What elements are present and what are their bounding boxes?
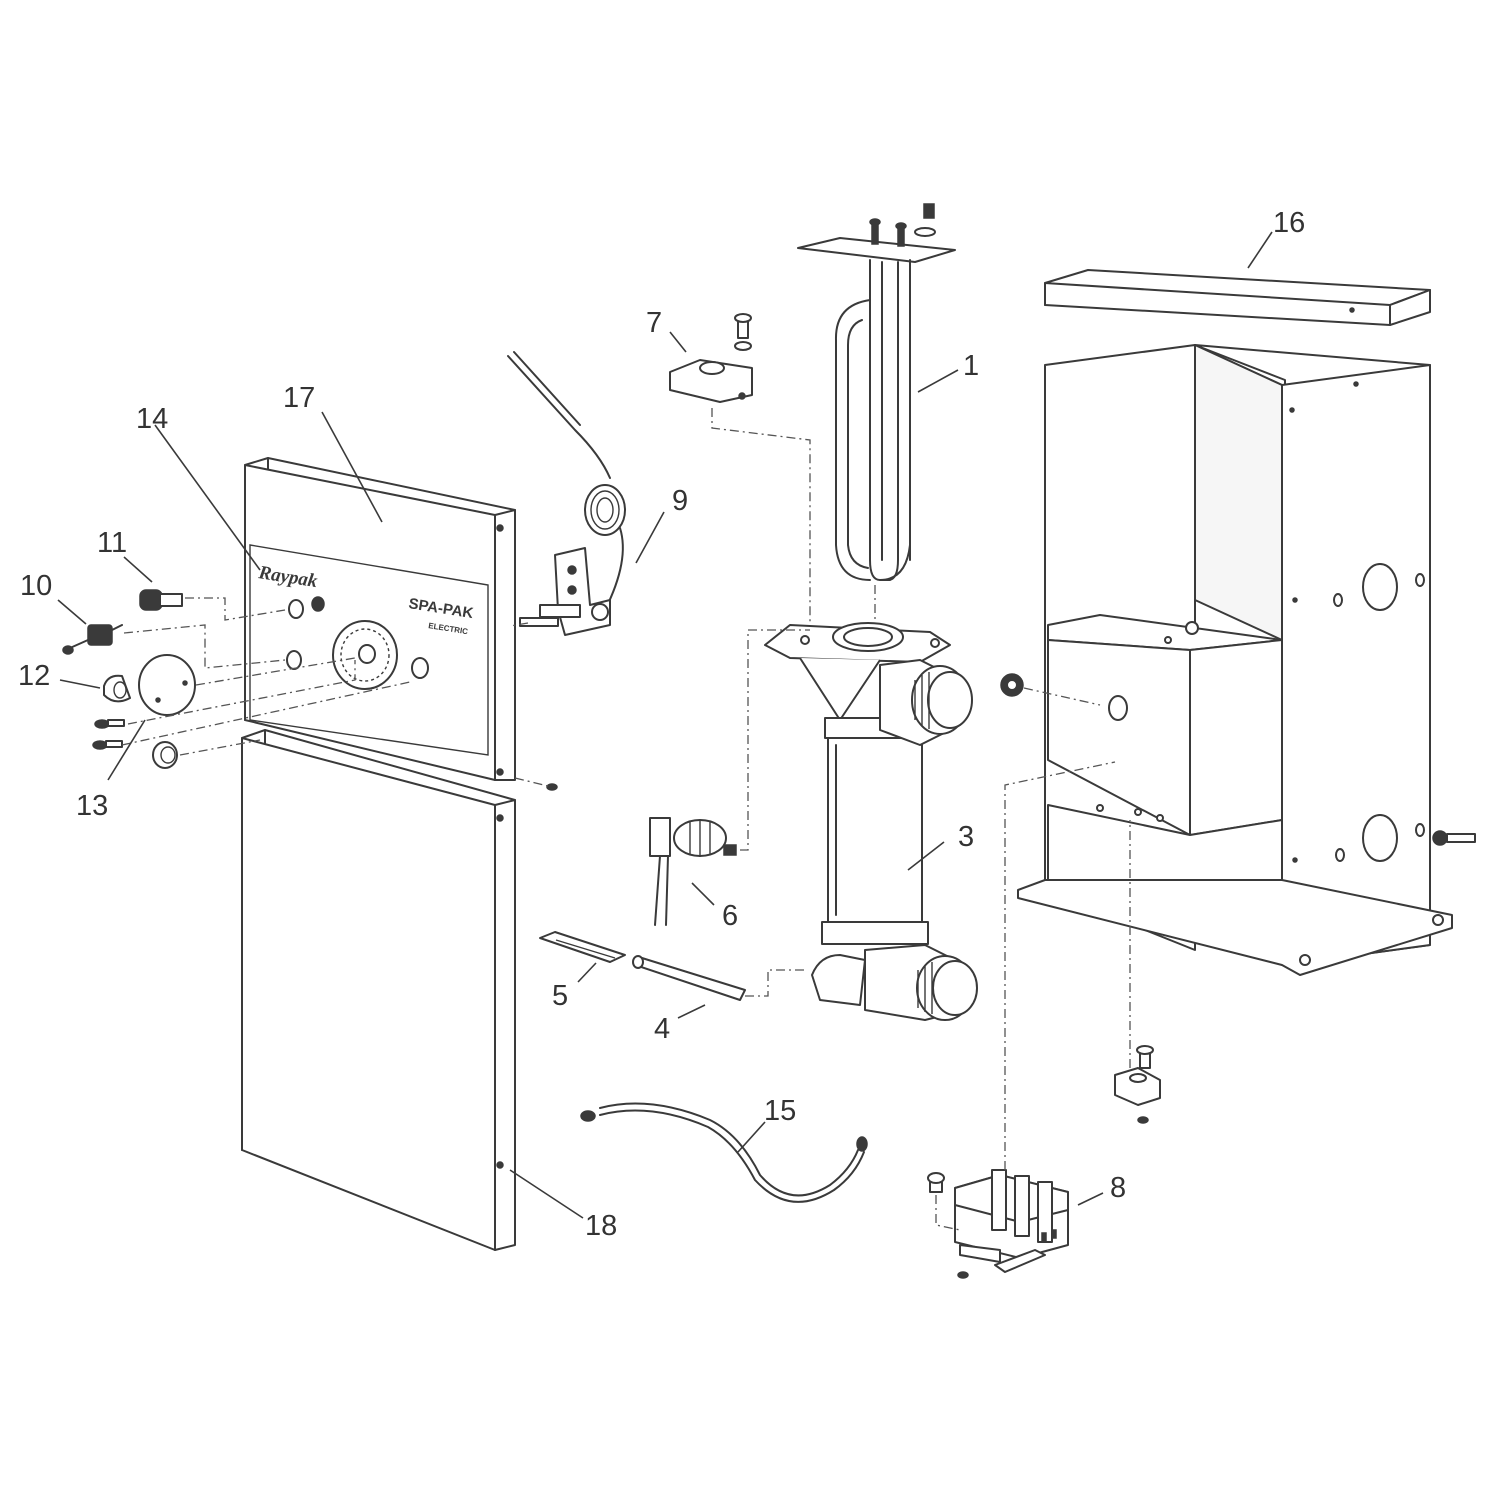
callout-18: 18 <box>585 1210 617 1242</box>
lower-front-panel <box>241 729 516 1251</box>
thermostat <box>507 351 626 636</box>
heat-sink-clip <box>539 931 626 963</box>
upper-front-panel <box>244 457 516 781</box>
hole-plug <box>152 741 178 769</box>
callout-15: 15 <box>764 1095 796 1127</box>
callout-13: 13 <box>76 790 108 822</box>
callout-11: 11 <box>97 527 127 559</box>
callout-3: 3 <box>958 821 974 853</box>
pressure-switch <box>649 629 810 926</box>
callout-12: 12 <box>18 660 50 692</box>
toggle-switch <box>62 624 123 655</box>
control-screws <box>92 719 125 750</box>
callout-14: 14 <box>136 403 168 435</box>
callout-10: 10 <box>20 570 52 602</box>
callout-5: 5 <box>552 980 568 1012</box>
callout-1: 1 <box>963 350 979 382</box>
bottom-mount-bracket <box>1114 820 1161 1124</box>
panel-screw <box>514 777 558 791</box>
leader-lines <box>57 231 1273 1219</box>
cabinet-housing <box>1017 344 1453 976</box>
callout-16: 16 <box>1273 207 1305 239</box>
ground-wire <box>580 1102 868 1203</box>
control-assembly-lines <box>121 597 529 756</box>
callout-7: 7 <box>646 307 662 339</box>
cabinet-lid <box>1044 269 1431 326</box>
thermostat-knob <box>103 674 131 703</box>
sensor-well <box>632 955 808 1001</box>
callout-8: 8 <box>1110 1172 1126 1204</box>
heating-element <box>797 203 956 628</box>
sensor-bracket <box>669 313 811 625</box>
callout-6: 6 <box>722 900 738 932</box>
cabinet-side-screw <box>1432 830 1476 846</box>
knob-dial-plate <box>138 654 196 716</box>
heat-exchanger <box>764 622 978 1021</box>
callout-4: 4 <box>654 1013 670 1045</box>
housing-grommet <box>1000 673 1101 706</box>
callout-9: 9 <box>672 485 688 517</box>
contactor <box>927 761 1116 1279</box>
callout-17: 17 <box>283 382 315 414</box>
indicator-light <box>139 589 183 611</box>
callout-numbers: 1 3 4 5 6 7 8 9 10 11 12 13 14 15 16 17 … <box>18 207 1305 1242</box>
